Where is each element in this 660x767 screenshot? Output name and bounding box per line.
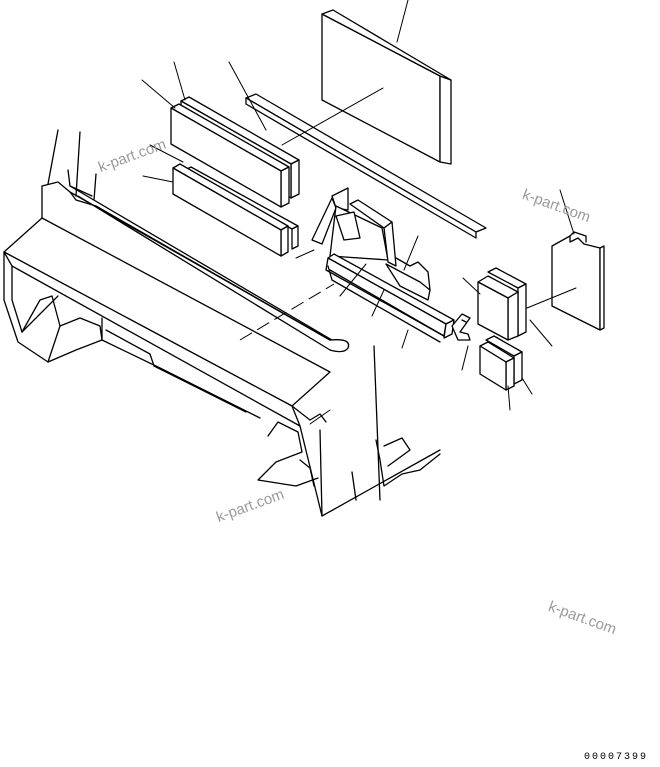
right-pad-lower [479, 335, 523, 391]
drawing-code: 00007399 [583, 752, 648, 763]
upper-pad-inner [170, 103, 290, 208]
lower-pad-inner [172, 163, 289, 257]
leader-lines-left [141, 0, 409, 183]
center-dash-line [239, 283, 335, 341]
top-panel-pad [321, 9, 452, 165]
cab-base-frame [3, 129, 441, 517]
right-pad-upper [477, 267, 527, 341]
leader-lines-right [295, 189, 577, 425]
right-cover-plate [551, 231, 605, 331]
clip-part [451, 313, 471, 341]
